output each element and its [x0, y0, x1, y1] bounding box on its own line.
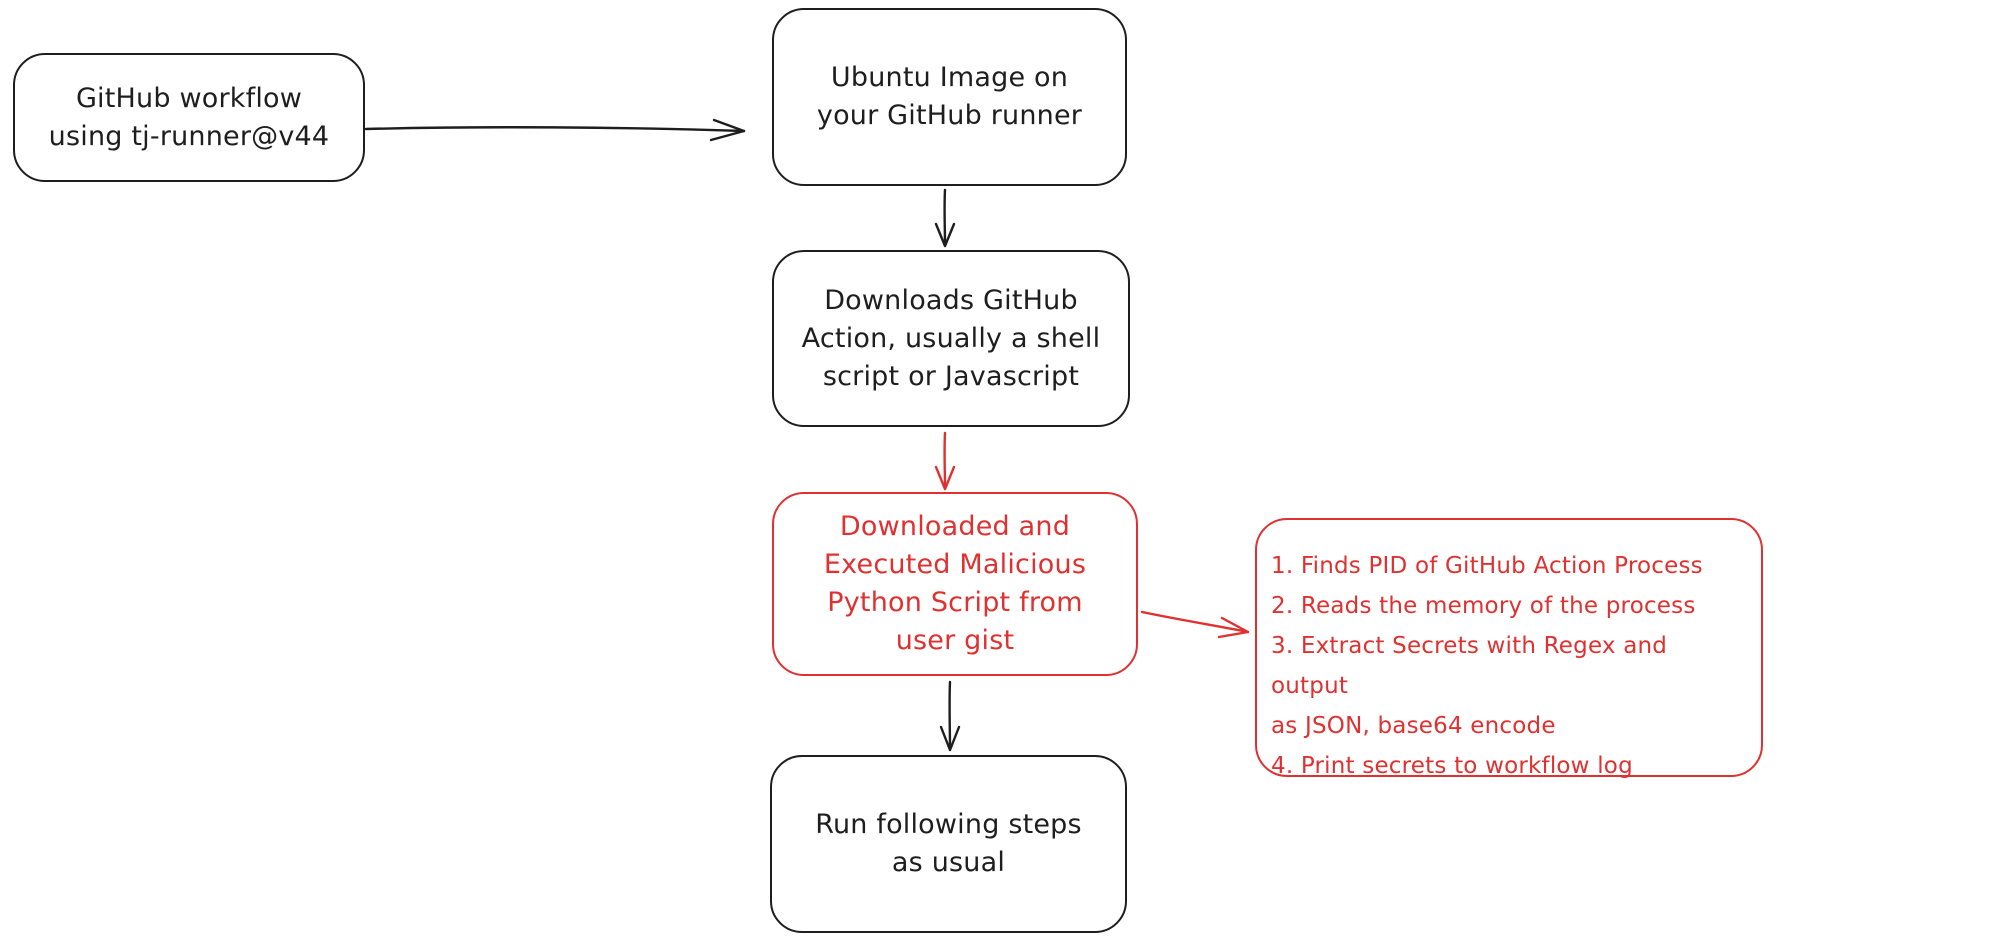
node-downloads-action: Downloads GitHub Action, usually a shell…	[772, 250, 1130, 427]
arrow-malicious-to-steps	[1140, 610, 1250, 639]
node-github-workflow-label: GitHub workflow using tj-runner@v44	[48, 82, 330, 152]
node-run-steps-label: Run following steps as usual	[815, 809, 1082, 878]
arrow-downloads-to-malicious	[934, 431, 956, 491]
node-malicious-script-label: Downloaded and Executed Malicious Python…	[823, 511, 1087, 656]
node-downloads-action-label: Downloads GitHub Action, usually a shell…	[801, 284, 1101, 392]
node-malicious-script: Downloaded and Executed Malicious Python…	[772, 492, 1138, 676]
node-run-steps: Run following steps as usual	[770, 755, 1127, 933]
arrow-workflow-to-ubuntu	[364, 118, 746, 142]
node-ubuntu-image: Ubuntu Image on your GitHub runner	[772, 8, 1127, 186]
node-ubuntu-image-label: Ubuntu Image on your GitHub runner	[816, 62, 1083, 131]
arrow-ubuntu-to-downloads	[934, 188, 956, 248]
node-attack-steps-label: 1. Finds PID of GitHub Action Process 2.…	[1271, 553, 1703, 779]
node-attack-steps: 1. Finds PID of GitHub Action Process 2.…	[1255, 518, 1763, 779]
node-github-workflow: GitHub workflow using tj-runner@v44	[13, 53, 365, 182]
arrow-malicious-to-run	[939, 680, 961, 752]
